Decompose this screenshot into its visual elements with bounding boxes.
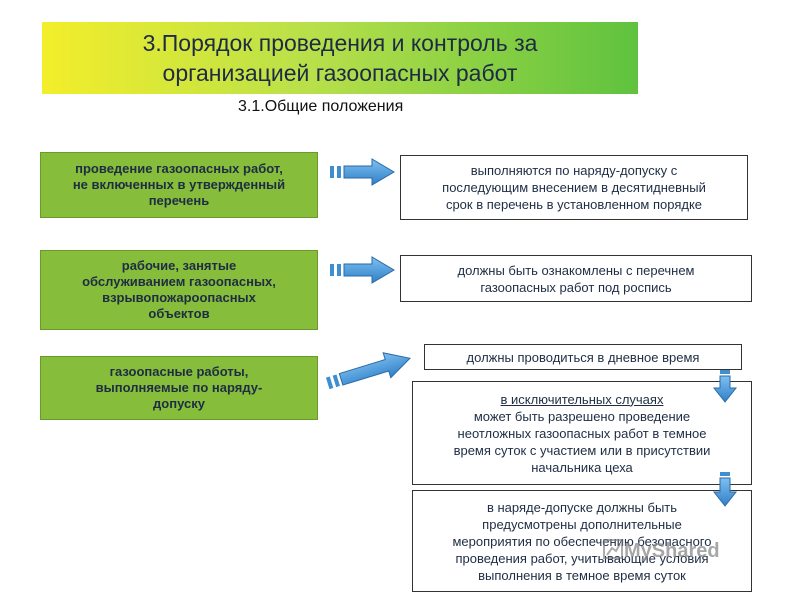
row2-left-box: рабочие, занятые обслуживанием газоопасн… — [40, 250, 318, 330]
row1-left-line-3: перечень — [148, 193, 210, 208]
row2-left-line-4: объектов — [148, 306, 210, 321]
row3-left-box: газоопасные работы, выполняемые по наряд… — [40, 356, 318, 420]
permit-line-2: предусмотрены дополнительные — [482, 516, 682, 532]
row2-left-line-2: обслуживанием газоопасных, — [82, 274, 276, 289]
row1-right-arrow-icon — [330, 158, 395, 186]
row3-left-line-2: выполняемые по наряду- — [95, 380, 263, 395]
row1-left-line-1: проведение газоопасных работ, — [75, 161, 283, 176]
permit-line-4: проведения работ, учитывающие условия — [455, 550, 709, 566]
row3-left-line-1: газоопасные работы, — [109, 364, 249, 379]
row3-day-box: должны проводиться в дневное время — [424, 344, 742, 370]
row2-right-arrow-icon — [330, 256, 395, 284]
title-banner: 3.Порядок проведения и контроль за орган… — [42, 22, 638, 94]
permit-line-3: мероприятия по обеспечению безопасного — [452, 533, 712, 549]
exceptional-heading: в исключительных случаях — [500, 391, 664, 407]
title-line-2: организацией газоопасных работ — [162, 60, 518, 86]
row2-right-line-1: должны быть ознакомлены с перечнем — [457, 262, 695, 278]
exceptional-line-1: может быть разрешено проведение — [473, 408, 691, 424]
row1-right-line-2: последующим внесением в десятидневный — [442, 180, 706, 195]
row2-right-line-2: газоопасных работ под роспись — [480, 279, 672, 295]
exceptional-line-3: время суток с участием или в присутствии — [453, 442, 711, 458]
row3-left-line-3: допуску — [153, 396, 205, 411]
title-line-1: 3.Порядок проведения и контроль за — [142, 30, 538, 56]
watermark-logo-icon — [603, 539, 623, 559]
exceptional-line-4: начальника цеха — [531, 459, 633, 475]
row1-right-line-1: выполняются по наряду-допуску с — [470, 163, 678, 178]
row2-left-line-3: взрывопожароопасных — [102, 290, 256, 305]
row3-permit-box: в наряде-допуске должны быть предусмотре… — [412, 490, 752, 592]
row1-left-line-2: не включенных в утвержденный — [72, 177, 286, 192]
exceptional-line-2: неотложных газоопасных работ в темное — [457, 425, 707, 441]
row3-diagonal-arrow-icon — [325, 352, 411, 390]
row2-right-box: должны быть ознакомлены с перечнем газоо… — [400, 255, 752, 302]
section-subtitle: 3.1.Общие положения — [238, 98, 404, 115]
row2-left-line-1: рабочие, занятые — [121, 258, 237, 273]
row1-right-box: выполняются по наряду-допуску с последую… — [400, 155, 748, 220]
row3-exceptional-box: в исключительных случаях может быть разр… — [412, 381, 752, 485]
row1-right-line-3: срок в перечень в установленном порядке — [445, 197, 703, 212]
row3-day-text: должны проводиться в дневное время — [466, 349, 700, 365]
row1-left-box: проведение газоопасных работ, не включен… — [40, 152, 318, 218]
watermark-text: MyShared — [624, 540, 720, 562]
down-arrow-2-icon — [712, 472, 738, 507]
permit-line-1: в наряде-допуске должны быть — [486, 499, 678, 515]
down-arrow-1-icon — [712, 370, 738, 403]
permit-line-5: выполнения в темное время суток — [478, 567, 686, 583]
